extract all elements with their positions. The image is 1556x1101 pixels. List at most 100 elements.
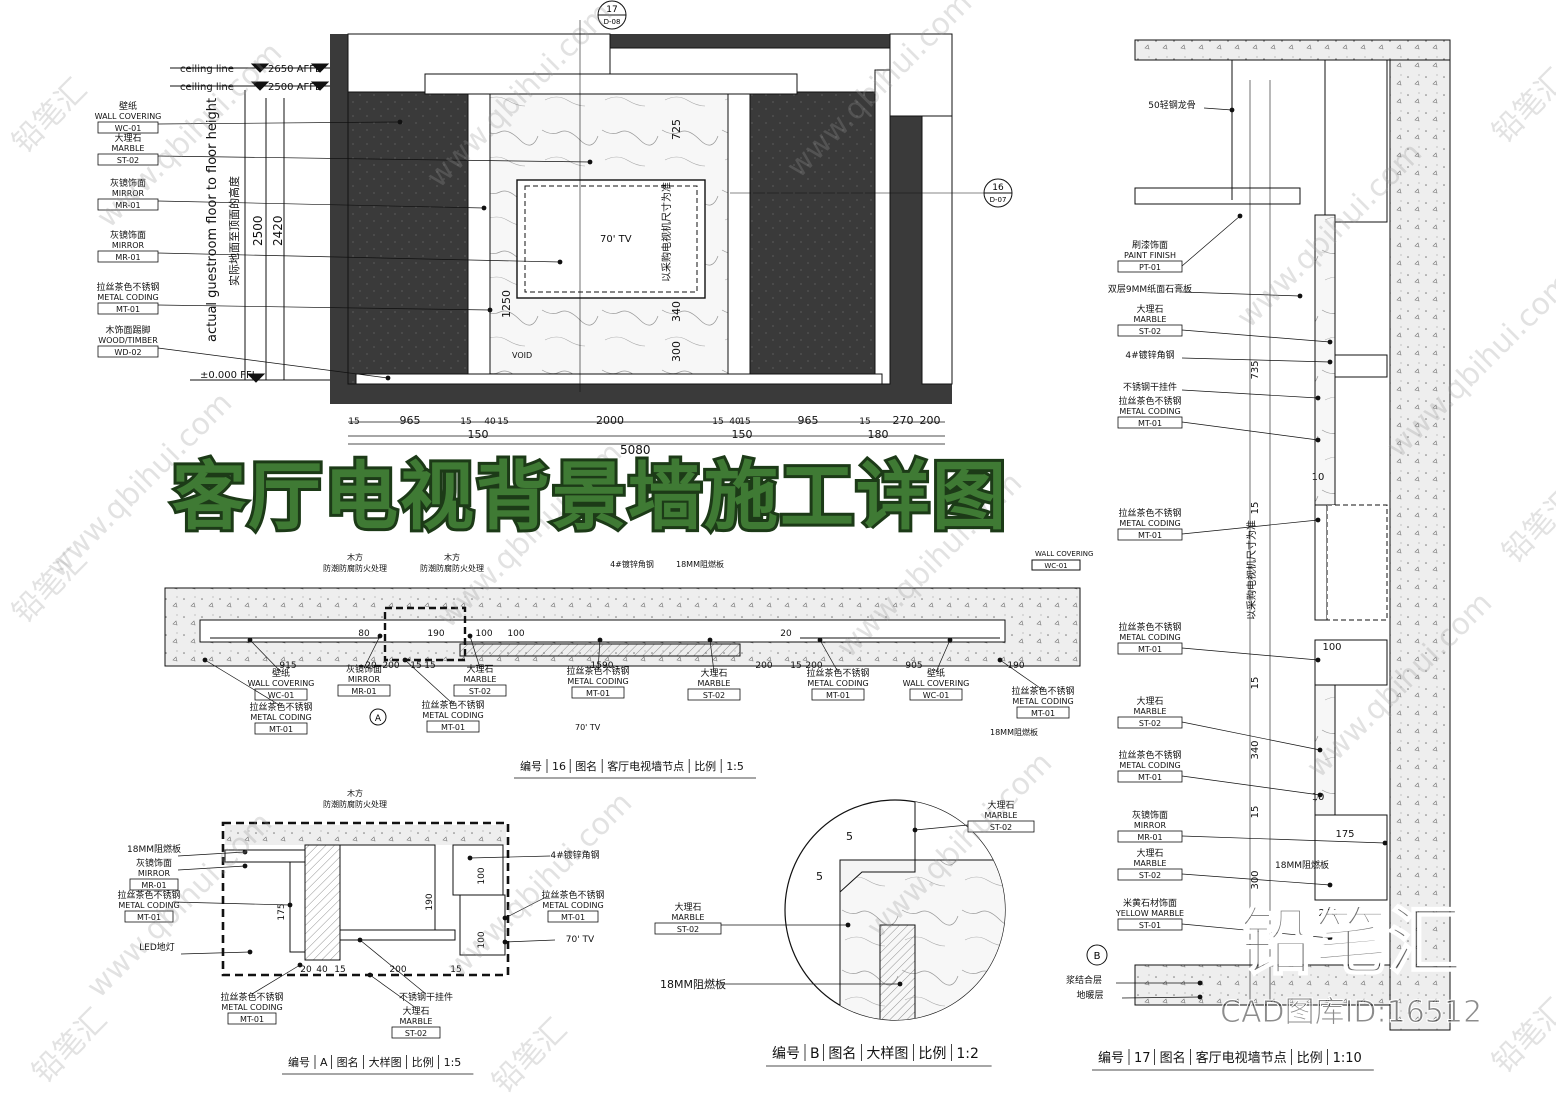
detA-bottom-0-dot	[297, 962, 303, 968]
sec17-dim-0: 735	[1250, 360, 1261, 379]
detA-left-2-en: METAL CODING	[118, 901, 179, 910]
sec17-callout-10-cn: 拉丝茶色不锈钢	[1118, 749, 1181, 761]
level-texts: ceiling line 2650 AFFL ceiling line 2500…	[180, 64, 321, 381]
sec17-callout-15-cn: 地暖层	[1076, 989, 1103, 1001]
elevation-callout-3-code: MR-01	[115, 253, 140, 262]
elev-hdim-sub-1: 150	[732, 428, 753, 441]
sec17-callout-6-dot	[1315, 437, 1321, 443]
detB-top-code: ST-02	[990, 823, 1012, 832]
sec17-callout-4: 4#镀锌角钢	[1125, 349, 1333, 365]
sec17-callout-7-dot	[1315, 517, 1321, 523]
plan16-callout-8-dot	[402, 657, 408, 663]
detA-right-1-code: MT-01	[561, 913, 585, 922]
elevation-callout-1-dot	[587, 159, 593, 165]
detA-left-2-cn: 拉丝茶色不锈钢	[117, 889, 180, 901]
detA-bottom-0-code-box	[227, 1012, 277, 1025]
plan16-top-1-sub: 防潮防腐防火处理	[420, 563, 484, 573]
plan16-top-3: 18MM阻燃板	[676, 559, 724, 569]
elev-hdim-sub-2: 180	[868, 428, 889, 441]
plan16-callout-3-leader	[597, 639, 601, 671]
sec17-callout-8-dot	[1315, 657, 1321, 663]
vdim-1250: 1250	[500, 290, 513, 318]
plan16-callout-9-dot	[997, 657, 1003, 663]
detB-left-dot	[845, 922, 851, 928]
detB-left-cn: 大理石	[674, 901, 701, 913]
caption17-part-2: 图名	[1160, 1050, 1186, 1066]
sec17-callout-12-dot	[1327, 882, 1333, 888]
elev-hdim-8: 15	[739, 417, 750, 427]
detA-bottom-2-en: MARBLE	[400, 1017, 433, 1026]
elevation-callout-4-dot	[487, 307, 493, 313]
detA-bottom-1-dot	[357, 937, 363, 943]
detA-dim-4: 20	[300, 965, 312, 975]
plan16-callout-6-dot	[947, 637, 953, 643]
plan16-callout-0-dot	[247, 637, 253, 643]
plan16-top-2: 4#镀锌角钢	[610, 559, 654, 569]
elevation-callout-4-en: METAL CODING	[97, 293, 158, 302]
detA-left-0: 18MM阻燃板	[127, 843, 248, 857]
detA-dim-2: 100	[477, 867, 487, 884]
plan16-callout-7-leader	[204, 659, 282, 707]
sec17-callout-8-en: METAL CODING	[1119, 633, 1180, 642]
elevation-callout-2-dot	[481, 205, 487, 211]
plan16-callout-5-cn: 拉丝茶色不锈钢	[806, 667, 869, 679]
sec17-callout-10-code-box	[1117, 770, 1183, 783]
captionA-part-5: 1:5	[444, 1056, 462, 1069]
detA-bottom-1: 不锈钢干挂件	[357, 937, 453, 1003]
plan16-callout-6-en: WALL COVERING	[903, 679, 970, 688]
sec17-callout-10-dot	[1317, 792, 1323, 798]
cad-id-text: CAD图库ID:16512	[1219, 995, 1483, 1030]
sec17-callout-12-leader	[1181, 873, 1331, 886]
vdim-2500: 2500	[251, 215, 265, 246]
detA-right-1-dot	[502, 915, 508, 921]
sec17-callout-7-en: METAL CODING	[1119, 519, 1180, 528]
level-2-tag: ceiling line	[180, 82, 234, 93]
elevation-callout-5-leader	[157, 347, 389, 379]
plan16-tv-label: 70' TV	[575, 723, 601, 732]
sec17-callout-13-code: ST-01	[1139, 921, 1161, 930]
sec17-callout-8-cn: 拉丝茶色不锈钢	[1118, 621, 1181, 633]
elev-hdim-7: 40	[729, 417, 741, 427]
sec17-dim-1: 10	[1312, 472, 1325, 483]
plan16-dim-3: 15	[410, 661, 421, 671]
elevation-callout-2-en: MIRROR	[112, 189, 145, 198]
sec17-callout-3-leader	[1181, 329, 1331, 343]
detA-dim-5: 40	[316, 965, 328, 975]
caption16-part-1: 16	[552, 760, 566, 773]
caption16-part-4: 比例	[694, 759, 716, 773]
vdim-340: 340	[670, 301, 683, 322]
captionB-part-4: 比例	[918, 1046, 946, 1062]
captionA-part-0: 编号	[288, 1055, 310, 1069]
elev-hdim-2: 15	[460, 417, 471, 427]
elev-hdim-12: 200	[920, 414, 941, 427]
elevation-callout-0-code: WC-01	[115, 124, 142, 133]
elevation-callout-4-code-box	[97, 302, 159, 315]
vdim-300: 300	[670, 341, 683, 362]
plan16-wc-tag: WALL COVERING WC-01	[1031, 550, 1093, 571]
sec17-callout-5-leader	[1181, 389, 1319, 399]
sec17-callout-11-code-box	[1117, 830, 1183, 843]
sec17-callout-11-dot	[1382, 840, 1388, 846]
detA-right-1-code-box	[547, 910, 599, 923]
level-3-value: ±0.000 FFL	[200, 370, 258, 381]
sec17-callout-12-en: MARBLE	[1134, 859, 1167, 868]
elevation-callout-0-code-box	[97, 121, 159, 134]
plan16-callout-8-code: MT-01	[441, 723, 465, 732]
detail-a-drawing	[221, 821, 510, 977]
sec17-callout-9-code-box	[1117, 716, 1183, 729]
sec17-callout-10-code: MT-01	[1138, 773, 1162, 782]
tv-note: 以采购电视机尺寸为准	[660, 182, 673, 282]
elevation-callout-2-leader	[157, 200, 485, 209]
elev-hdim-9: 965	[798, 414, 819, 427]
elev-hdim-3: 40	[484, 417, 496, 427]
sec17-callout-9-en: MARBLE	[1134, 707, 1167, 716]
plan16-callout-4-leader	[709, 639, 715, 673]
elevation-callout-0-dot	[397, 119, 403, 125]
